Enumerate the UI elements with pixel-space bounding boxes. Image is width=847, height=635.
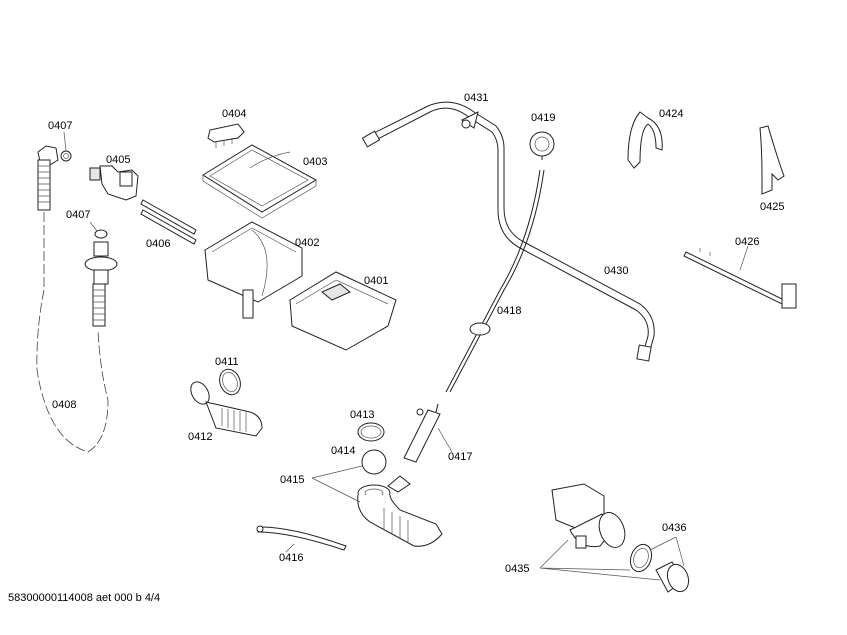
label-0417: 0417 <box>448 451 473 463</box>
part-0401-drawer[interactable] <box>289 271 397 351</box>
part-0406-hoses[interactable] <box>140 199 197 245</box>
part-0417-pressure-chamber[interactable] <box>403 403 441 463</box>
part-0412-bellow[interactable] <box>187 379 263 437</box>
label-0435: 0435 <box>505 563 530 575</box>
part-0407-elbow[interactable] <box>37 145 59 211</box>
part-0403-cover[interactable] <box>202 144 318 219</box>
part-0408-connector[interactable] <box>84 241 118 327</box>
part-0413-seal-ring[interactable] <box>357 422 385 442</box>
label-0407-top: 0407 <box>48 120 73 132</box>
label-0426: 0426 <box>735 236 760 248</box>
label-0412: 0412 <box>188 431 213 443</box>
label-0405: 0405 <box>106 154 131 166</box>
label-0406: 0406 <box>146 238 171 250</box>
part-0416-hose[interactable] <box>256 525 347 551</box>
part-0407-seal-lower[interactable] <box>94 229 108 239</box>
part-0418-pressure-hose[interactable] <box>445 169 545 393</box>
label-0402: 0402 <box>295 237 320 249</box>
part-0419-pressure-switch[interactable] <box>529 131 555 160</box>
part-0435-drain-pump[interactable] <box>551 483 629 551</box>
part-0405-inlet-valve[interactable] <box>89 165 139 201</box>
part-0411-oring[interactable] <box>216 366 244 397</box>
part-0402-housing[interactable] <box>204 221 303 319</box>
drawing-reference: 58300000114008 aet 000 b 4/4 <box>8 592 161 604</box>
part-0430-drain-hose[interactable] <box>361 101 655 362</box>
part-0436-filter[interactable] <box>655 561 692 594</box>
label-0436: 0436 <box>662 522 687 534</box>
part-0431-holder[interactable] <box>461 111 479 129</box>
label-0403: 0403 <box>303 156 328 168</box>
part-0408-hose[interactable] <box>36 212 109 453</box>
label-0424: 0424 <box>659 108 684 120</box>
part-0436-seal[interactable] <box>627 541 655 574</box>
label-0416: 0416 <box>279 552 304 564</box>
label-0404: 0404 <box>222 108 247 120</box>
label-0414: 0414 <box>331 445 356 457</box>
part-0424-y-piece[interactable] <box>627 111 663 169</box>
label-0415: 0415 <box>280 474 305 486</box>
part-0414-ball[interactable] <box>361 449 387 475</box>
label-0431: 0431 <box>464 92 489 104</box>
label-0407-lower: 0407 <box>66 209 91 221</box>
label-0413: 0413 <box>350 409 375 421</box>
label-0401: 0401 <box>364 275 389 287</box>
label-0408: 0408 <box>52 399 77 411</box>
label-0411: 0411 <box>215 356 239 368</box>
part-0404-clip[interactable] <box>207 123 245 148</box>
label-0425: 0425 <box>760 201 785 213</box>
part-0407-seal-top[interactable] <box>60 150 72 162</box>
label-0419: 0419 <box>531 112 556 124</box>
part-0415-sump-hose[interactable] <box>357 475 443 547</box>
part-0426-rail[interactable] <box>683 248 797 309</box>
label-0430: 0430 <box>604 265 629 277</box>
label-0418: 0418 <box>497 305 522 317</box>
part-0425-bracket[interactable] <box>759 125 785 195</box>
